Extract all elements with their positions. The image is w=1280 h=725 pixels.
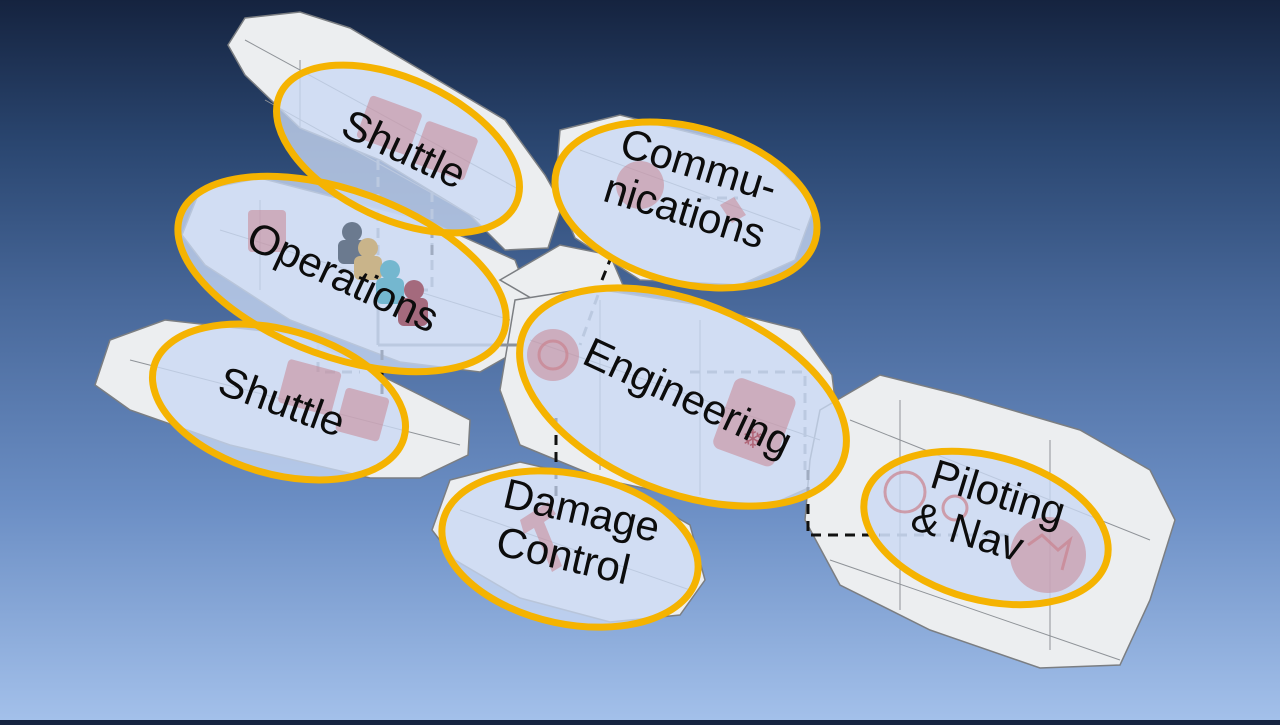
gear-icon — [527, 329, 579, 381]
crew-meeple-icon — [338, 222, 428, 326]
cargo-box-icon — [356, 95, 422, 155]
room-fill-damage-control — [441, 470, 699, 628]
compass-small-icon — [941, 494, 969, 522]
corridor-comms — [596, 254, 614, 291]
constellation-icon — [1010, 517, 1086, 593]
room-ring-operations — [174, 172, 510, 376]
room-ring-damage-control — [438, 467, 702, 631]
room-fill-communications — [555, 122, 817, 288]
room-ring-piloting-nav — [860, 447, 1112, 609]
hammer-icon — [520, 502, 562, 572]
cargo-box-icon — [278, 359, 342, 416]
compass-icon — [883, 470, 927, 514]
console-icon — [248, 210, 286, 252]
room-rings — [148, 61, 1112, 631]
cargo-box-icon — [335, 387, 390, 442]
cargo-box-icon — [412, 121, 478, 181]
room-ring-shuttle-bottom — [148, 320, 410, 484]
gear-inner-icon — [537, 339, 569, 371]
comms-dish-icon — [616, 161, 664, 209]
room-ring-engineering — [516, 284, 850, 510]
room-ring-shuttle-top — [273, 61, 523, 237]
wrench-icon — [720, 197, 746, 223]
snowflake-glyph-icon: ❄ — [742, 424, 764, 454]
room-ring-communications — [551, 118, 821, 292]
room-icons: ❄ — [248, 95, 1086, 593]
snowflake-icon — [713, 378, 796, 467]
constellation-lines-icon — [1027, 533, 1073, 571]
